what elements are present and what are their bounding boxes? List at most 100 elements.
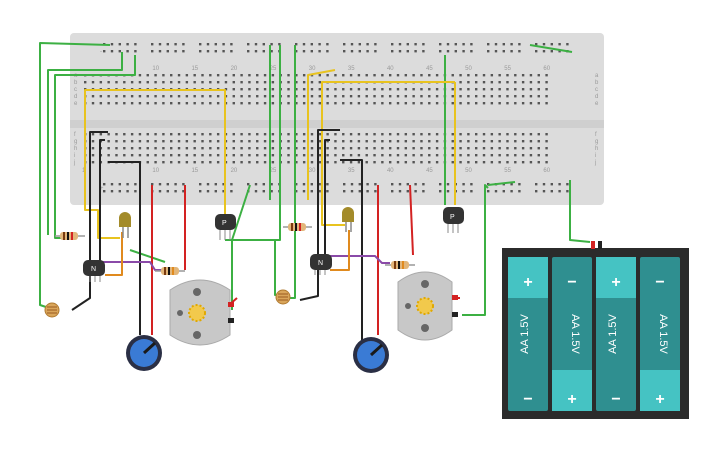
row-letter: j — [73, 160, 75, 166]
row-letter: d — [74, 94, 77, 100]
battery-plus-sign: + — [523, 274, 532, 291]
transistor-pnp-2-label: P — [450, 214, 455, 221]
wire-green-10[interactable] — [529, 44, 573, 53]
transistor-npn-2-label: N — [318, 260, 323, 267]
rail-plus-label: + — [100, 186, 104, 192]
dc-motor-2[interactable] — [397, 271, 458, 341]
battery-cell: AA 1.5V + − — [508, 257, 548, 411]
wire-green-6[interactable] — [231, 184, 251, 310]
motor-gear-icon — [416, 297, 434, 315]
transistor-npn-1-label: N — [91, 266, 96, 273]
led-2[interactable] — [342, 207, 354, 232]
wire-yellow-5[interactable] — [307, 69, 336, 200]
column-number: 60 — [543, 66, 550, 72]
wire-green-5[interactable] — [225, 45, 281, 241]
potentiometers — [126, 335, 389, 373]
wire-black-4[interactable] — [340, 159, 363, 340]
column-number: 35 — [348, 168, 355, 174]
resistor-3[interactable] — [283, 223, 312, 231]
row-letter: j — [594, 160, 596, 166]
battery-cell-label: AA 1.5V — [519, 313, 531, 353]
wire-green-13[interactable] — [487, 181, 516, 186]
wire-black-5[interactable] — [99, 139, 105, 268]
row-letter: b — [74, 80, 78, 86]
breadboard-body — [70, 33, 604, 205]
rail-minus-label: - — [100, 49, 102, 55]
resistor-4[interactable] — [385, 261, 415, 269]
transistor-pnp-1-label: P — [222, 220, 227, 227]
wire-orange-2[interactable] — [330, 230, 350, 271]
battery-cells: AA 1.5V+−AA 1.5V−+AA 1.5V+−AA 1.5V−+ — [508, 257, 680, 411]
column-number: 55 — [504, 66, 511, 72]
column-number: 60 — [543, 168, 550, 174]
column-number: 15 — [191, 168, 198, 174]
battery-minus-sign: − — [611, 391, 620, 408]
resistors — [55, 223, 415, 275]
potentiometer-2[interactable] — [353, 337, 389, 373]
transistor-pnp-1[interactable]: P — [215, 214, 236, 240]
battery-minus-sign: − — [523, 391, 532, 408]
battery-cell: AA 1.5V−+ — [640, 257, 680, 411]
row-letter: g — [595, 139, 598, 145]
battery-plus-sign: + — [655, 391, 664, 408]
row-letter: e — [595, 101, 599, 107]
column-number: 25 — [270, 66, 277, 72]
transistors: N P N P — [83, 207, 464, 282]
wire-purple-1[interactable] — [100, 261, 165, 271]
photoresistors — [44, 289, 291, 318]
wire-black-6[interactable] — [324, 139, 330, 262]
column-number: 35 — [348, 66, 355, 72]
battery-cell-label: AA 1.5V — [607, 313, 619, 353]
transistor-npn-2[interactable]: N — [310, 254, 332, 275]
battery-cell: AA 1.5V+− — [596, 257, 636, 411]
transistor-npn-1[interactable]: N — [83, 260, 105, 282]
wire-green-14[interactable] — [129, 249, 166, 263]
wire-yellow-3[interactable] — [321, 81, 455, 226]
row-letter: f — [74, 132, 76, 138]
wire-black-1[interactable] — [71, 131, 108, 311]
column-number: 50 — [465, 168, 472, 174]
row-letter: g — [74, 139, 77, 145]
battery-cell-label: AA 1.5V — [657, 314, 669, 354]
wire-black-2[interactable] — [108, 161, 141, 335]
column-number: 45 — [426, 66, 433, 72]
breadboard-holes — [84, 43, 569, 193]
column-number: 20 — [231, 168, 238, 174]
wire-black-3[interactable] — [299, 129, 340, 301]
column-number: 20 — [231, 66, 238, 72]
row-letter: d — [595, 94, 598, 100]
wire-yellow-1[interactable] — [84, 89, 226, 239]
photoresistor-2[interactable] — [275, 289, 291, 305]
column-number: 40 — [387, 66, 394, 72]
battery-cell-label: AA 1.5V — [569, 314, 581, 354]
resistor-1[interactable] — [55, 232, 85, 240]
wire-green-3[interactable] — [54, 55, 136, 239]
column-number: 30 — [309, 66, 316, 72]
wire-green-2[interactable] — [47, 52, 123, 235]
photoresistor-1[interactable] — [44, 302, 60, 318]
column-number: 10 — [152, 66, 159, 72]
row-letter: i — [74, 153, 75, 159]
dc-motor-1[interactable] — [169, 279, 234, 346]
row-letter: b — [595, 80, 599, 86]
column-number: 50 — [465, 66, 472, 72]
wire-green-11[interactable] — [569, 180, 591, 243]
wire-red-4[interactable] — [409, 184, 414, 256]
potentiometer-1[interactable] — [126, 335, 162, 371]
battery-minus-sign: − — [567, 274, 576, 291]
row-letter: h — [74, 146, 77, 152]
resistor-2[interactable] — [155, 267, 185, 275]
column-number: 30 — [309, 168, 316, 174]
row-letter: e — [74, 101, 78, 107]
wire-purple-2[interactable] — [325, 255, 390, 264]
transistor-pnp-2[interactable]: P — [443, 207, 464, 233]
wire-green-12[interactable] — [462, 184, 489, 316]
row-letter: a — [595, 73, 599, 79]
row-letter: i — [595, 153, 596, 159]
breadboard-center-gap — [70, 120, 604, 128]
wire-green-8[interactable] — [274, 240, 280, 296]
led-1[interactable] — [119, 212, 131, 238]
wire-orange-1[interactable] — [105, 232, 123, 276]
